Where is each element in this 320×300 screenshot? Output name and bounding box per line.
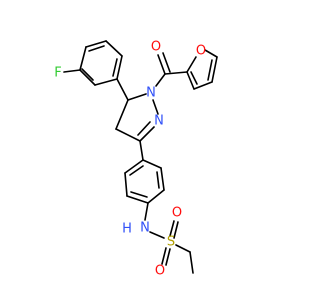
sulfonyl-oxygen-top-label: O: [172, 206, 182, 221]
bond: [112, 58, 118, 77]
bond: [81, 68, 94, 81]
bond: [94, 78, 118, 86]
bond: [169, 220, 175, 237]
furan-ring: [186, 49, 218, 90]
bond: [155, 73, 166, 87]
bond: [139, 140, 144, 161]
atom-labels: F O O N N N H S O O: [54, 40, 206, 279]
bond: [79, 69, 96, 86]
bond: [63, 69, 81, 73]
bond: [124, 159, 144, 174]
bond: [129, 165, 144, 176]
bond: [79, 46, 87, 71]
bond: [161, 247, 167, 265]
bond: [204, 49, 218, 58]
amide-h-label: H: [122, 222, 132, 237]
furan-oxygen-label: O: [196, 44, 206, 59]
molecule-diagram: F O O N N N H S O O: [54, 40, 218, 279]
fluorophenyl-ring: [79, 40, 123, 86]
bond: [130, 191, 148, 198]
sulfonyl-oxygen-bottom-label: O: [155, 264, 165, 279]
phenylene-ring: [124, 159, 165, 204]
bond: [116, 78, 129, 101]
bond: [149, 231, 165, 239]
bond: [126, 195, 149, 204]
bond: [88, 45, 105, 52]
bond: [115, 99, 129, 130]
bond: [85, 40, 107, 48]
bond: [144, 202, 149, 221]
structure-canvas: F O O N N N H S O O: [54, 40, 218, 279]
pyrazoline-n1-label: N: [146, 86, 156, 101]
bond: [190, 71, 198, 85]
bond: [175, 244, 191, 253]
carbonyl-oxygen-label: O: [151, 40, 161, 55]
bond: [115, 128, 141, 142]
bond: [127, 93, 147, 101]
bond: [211, 56, 218, 83]
pyrazoline-ring: [115, 93, 159, 142]
pyrazoline-n2-label: N: [154, 114, 164, 129]
bond: [105, 40, 123, 57]
bond: [186, 71, 195, 90]
bond: [116, 55, 123, 80]
bond: [193, 81, 213, 90]
bond: [124, 172, 128, 197]
bond: [160, 167, 165, 191]
bond: [173, 221, 179, 239]
amide-n-label: N: [140, 221, 150, 236]
bond: [139, 126, 155, 142]
bond: [157, 54, 166, 75]
bond: [156, 171, 160, 189]
bond: [186, 56, 197, 73]
bond: [164, 71, 188, 75]
bond: [147, 189, 165, 204]
bond: [137, 121, 151, 136]
bond: [207, 59, 213, 81]
bond: [189, 251, 194, 274]
sulfur-label: S: [167, 235, 175, 250]
bond: [165, 248, 171, 266]
bond: [152, 99, 159, 115]
fluorine-label: F: [54, 66, 61, 81]
bond: [162, 52, 171, 73]
bond: [142, 159, 162, 169]
